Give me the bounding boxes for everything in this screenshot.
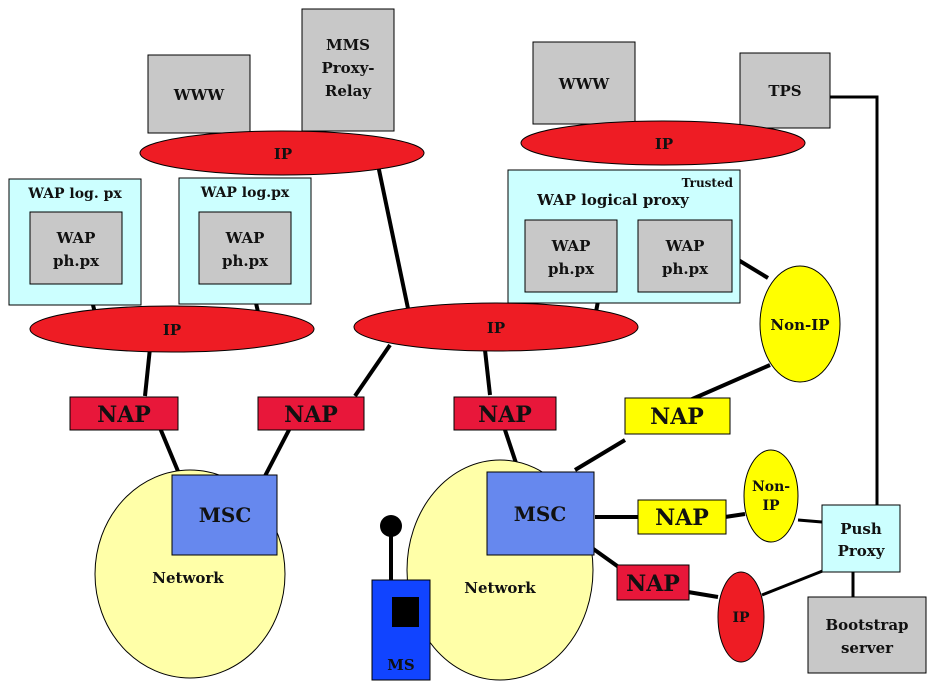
ip-mid-left-label: IP	[163, 321, 181, 339]
wap-logical-proxy-left: WAP log. px WAP ph.px	[8, 178, 142, 306]
nap-2-label: NAP	[284, 402, 338, 428]
wap-ph-2-line2: ph.px	[222, 252, 269, 270]
link-nonip-to-nap4	[689, 363, 771, 402]
push-proxy: Push Proxy	[821, 504, 901, 573]
link-ip-center-to-nap3	[483, 349, 492, 396]
bootstrap-server: Bootstrap server	[807, 596, 927, 674]
connection-lines	[86, 164, 771, 599]
wap-logical-left-label: WAP log. px	[27, 186, 122, 202]
nap-box-5: NAP	[637, 499, 727, 535]
ip-cloud-small: IP	[717, 571, 765, 663]
nap-box-6: NAP	[616, 564, 690, 601]
www-left-label: WWW	[173, 86, 226, 104]
wap-ph-1-line1: WAP	[56, 229, 96, 247]
link-ip-left-to-nap1	[143, 347, 152, 397]
wap-physical-proxy-1	[29, 211, 123, 285]
tps-label: TPS	[768, 82, 801, 100]
nap-1-label: NAP	[97, 402, 151, 428]
wap-logical-trusted-label: WAP logical proxy	[536, 191, 690, 209]
www-server-left: WWW	[147, 54, 251, 134]
ip-cloud-mid-center: IP	[353, 302, 639, 352]
wap-physical-proxy-2	[198, 211, 292, 285]
nap-5-label: NAP	[655, 505, 709, 531]
thin-lines	[761, 95, 879, 597]
nap-box-4: NAP	[624, 397, 731, 435]
mms-label-line1: MMS	[326, 36, 370, 54]
mms-label-line2: Proxy-	[321, 59, 374, 77]
ip-top-left-label: IP	[274, 145, 292, 163]
wap-logical-proxy-left2: WAP log.px WAP ph.px	[178, 177, 312, 305]
non-ip-cloud-large: Non-IP	[759, 265, 841, 383]
ms-antenna-tip	[380, 515, 402, 537]
nap-box-1: NAP	[69, 396, 179, 431]
non-ip-large-label: Non-IP	[770, 316, 829, 334]
link-mms-to-ip-center	[376, 164, 412, 319]
ip-cloud-top-right: IP	[520, 120, 806, 166]
ms-body	[371, 579, 431, 681]
nap-4-label: NAP	[650, 404, 704, 430]
www-right-label: WWW	[558, 75, 611, 93]
mms-proxy-relay-server: MMS Proxy- Relay	[301, 8, 395, 132]
ip-cloud-top-left: IP	[139, 130, 425, 176]
ms-label: MS	[387, 656, 414, 674]
tps-server: TPS	[739, 52, 831, 129]
wap-ph-4-line2: ph.px	[662, 260, 709, 278]
mobile-station: MS	[371, 515, 431, 681]
link-nap4-to-msc2	[573, 438, 627, 472]
nap-6-label: NAP	[626, 571, 680, 597]
nap-3-label: NAP	[478, 402, 532, 428]
wap-logical-left2-label: WAP log.px	[200, 185, 290, 201]
non-ip-small-line2: IP	[762, 498, 780, 514]
bootstrap-line1: Bootstrap	[825, 616, 908, 634]
bootstrap-line2: server	[841, 639, 894, 657]
link-ip-center-to-nap2	[353, 343, 392, 398]
link-tps-to-push	[830, 95, 879, 505]
wap-ph-3-line2: ph.px	[548, 260, 595, 278]
ip-small-label: IP	[732, 610, 750, 626]
wap-ph-2-line1: WAP	[225, 229, 265, 247]
www-server-right: WWW	[532, 41, 636, 125]
network-left-label: Network	[152, 569, 224, 587]
msc-left: MSC	[171, 474, 278, 556]
msc-left-label: MSC	[199, 503, 252, 527]
push-proxy-line1: Push	[840, 520, 882, 538]
non-ip-cloud-small: Non- IP	[743, 449, 799, 543]
ip-cloud-mid-left: IP	[29, 305, 315, 353]
link-nap6-to-ip-small	[687, 590, 719, 599]
wap-physical-proxy-4	[637, 219, 733, 293]
trusted-tag: Trusted	[682, 176, 734, 190]
ip-top-right-label: IP	[655, 135, 673, 153]
link-nap1-to-msc	[158, 427, 182, 477]
link-msc2-to-nap6	[590, 546, 622, 570]
push-proxy-line2: Proxy	[838, 542, 886, 560]
link-nap2-to-msc	[263, 427, 292, 477]
wap-ph-1-line2: ph.px	[53, 252, 100, 270]
mms-label-line3: Relay	[325, 82, 372, 100]
ms-screen	[392, 597, 419, 627]
msc-right-label: MSC	[514, 502, 567, 526]
non-ip-small-line1: Non-	[752, 479, 790, 495]
link-nap5-to-nonip-small	[724, 512, 746, 519]
wap-ph-3-line1: WAP	[551, 237, 591, 255]
link-ip-small-to-push	[761, 568, 826, 597]
wap-physical-proxy-3	[524, 219, 618, 293]
nap-box-3: NAP	[453, 396, 557, 431]
ip-mid-center-label: IP	[487, 319, 505, 337]
wap-ph-4-line1: WAP	[665, 237, 705, 255]
msc-right: MSC	[486, 471, 595, 556]
nap-box-2: NAP	[257, 396, 365, 431]
wap-logical-proxy-trusted: Trusted WAP logical proxy WAP ph.px WAP …	[507, 169, 741, 304]
network-right-label: Network	[464, 579, 536, 597]
link-nonip-small-to-push	[797, 518, 823, 524]
